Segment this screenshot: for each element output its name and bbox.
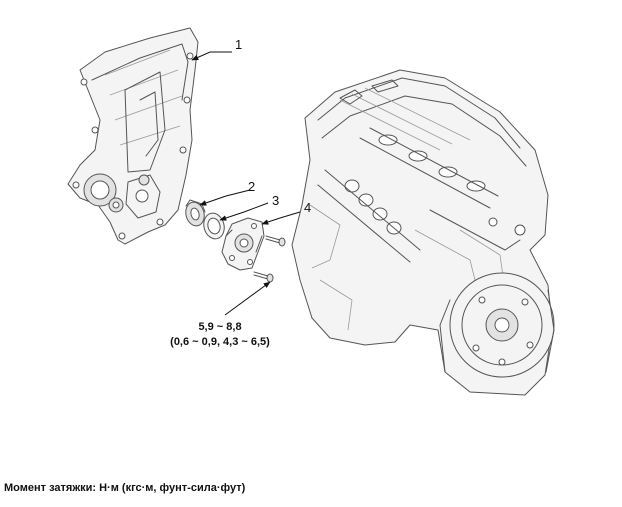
- callout-3: 3: [272, 193, 280, 208]
- torque-spec-kgfm-lbft: (0,6 ~ 0,9, 4,3 ~ 6,5): [170, 336, 270, 348]
- part-3-gasket: [203, 212, 225, 240]
- callout-2: 2: [248, 179, 256, 194]
- mounting-bolt-lower: [253, 271, 274, 283]
- mounting-bolt-upper: [265, 235, 286, 247]
- torque-units-note: Момент затяжки: Н·м (кгс·м, фунт-сила·фу…: [4, 482, 246, 494]
- leader-lines: [191, 51, 301, 316]
- timing-chain-cover: [67, 27, 199, 245]
- callout-1: 1: [235, 37, 243, 52]
- part-2-seal: [185, 199, 206, 227]
- torque-spec: 5,9 ~ 8,8 (0,6 ~ 0,9, 4,3 ~ 6,5): [160, 320, 280, 350]
- engine-assembly: [291, 69, 555, 396]
- torque-spec-nm: 5,9 ~ 8,8: [198, 321, 242, 333]
- callout-4: 4: [304, 200, 312, 215]
- part-4-pump-cover: [221, 217, 265, 271]
